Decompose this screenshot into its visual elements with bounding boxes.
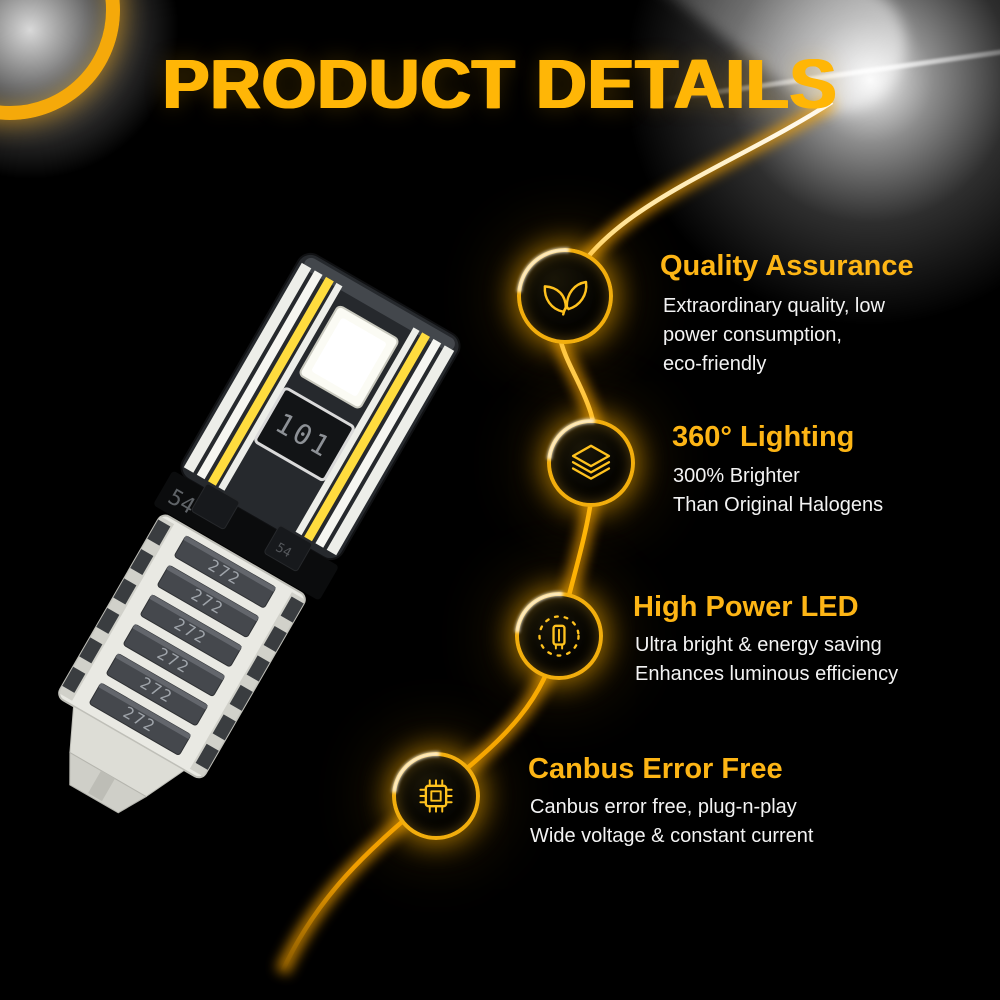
- led-icon: [538, 615, 580, 657]
- feature-line: Canbus error free, plug-n-play: [530, 796, 797, 818]
- bulb-junction: 54 54: [154, 471, 338, 600]
- lighting-360-badge: [547, 419, 635, 507]
- feature-description-360-lighting: 300% Brighter Than Original Halogens: [673, 462, 883, 520]
- led-bulb-image: 101 54 54 272: [58, 252, 461, 814]
- feature-line: Ultra bright & energy saving: [635, 634, 882, 656]
- feature-heading-canbus: Canbus Error Free: [528, 753, 783, 785]
- bulb-wedge-tip: [69, 705, 186, 814]
- resistor-row: 272: [113, 578, 270, 682]
- feature-heading-quality-assurance: Quality Assurance: [660, 250, 914, 282]
- feature-description-high-power-led: Ultra bright & energy saving Enhances lu…: [635, 631, 898, 689]
- feature-heading-360-lighting: 360° Lighting: [672, 421, 855, 453]
- feature-line: eco-friendly: [663, 353, 767, 375]
- chip-icon: [419, 779, 453, 813]
- resistor-row: 272: [79, 637, 236, 741]
- feature-description-quality-assurance: Extraordinary quality, low power consump…: [663, 292, 885, 379]
- leaves-icon: [543, 280, 588, 316]
- canbus-badge: [392, 752, 480, 840]
- feature-line: Enhances luminous efficiency: [635, 663, 899, 685]
- feature-line: power consumption,: [663, 324, 842, 346]
- driver-label-small: 54: [273, 540, 294, 561]
- quality-assurance-badge: [517, 248, 613, 344]
- resistor-row: 272: [96, 607, 253, 711]
- high-power-led-badge: [515, 592, 603, 680]
- page-title: PRODUCT DETAILS: [162, 45, 838, 123]
- layers-icon: [571, 444, 611, 480]
- ic-chip: [254, 387, 355, 482]
- feature-line: Than Original Halogens: [673, 494, 884, 516]
- feature-line: 300% Brighter: [673, 465, 800, 487]
- bulb-base: 272 272 272 272: [58, 514, 306, 779]
- feature-description-canbus: Canbus error free, plug-n-play Wide volt…: [530, 793, 813, 851]
- feature-line: Wide voltage & constant current: [530, 825, 814, 847]
- bulb-head: 101: [180, 252, 461, 561]
- feature-line: Extraordinary quality, low: [663, 295, 885, 317]
- feature-heading-high-power-led: High Power LED: [633, 591, 859, 623]
